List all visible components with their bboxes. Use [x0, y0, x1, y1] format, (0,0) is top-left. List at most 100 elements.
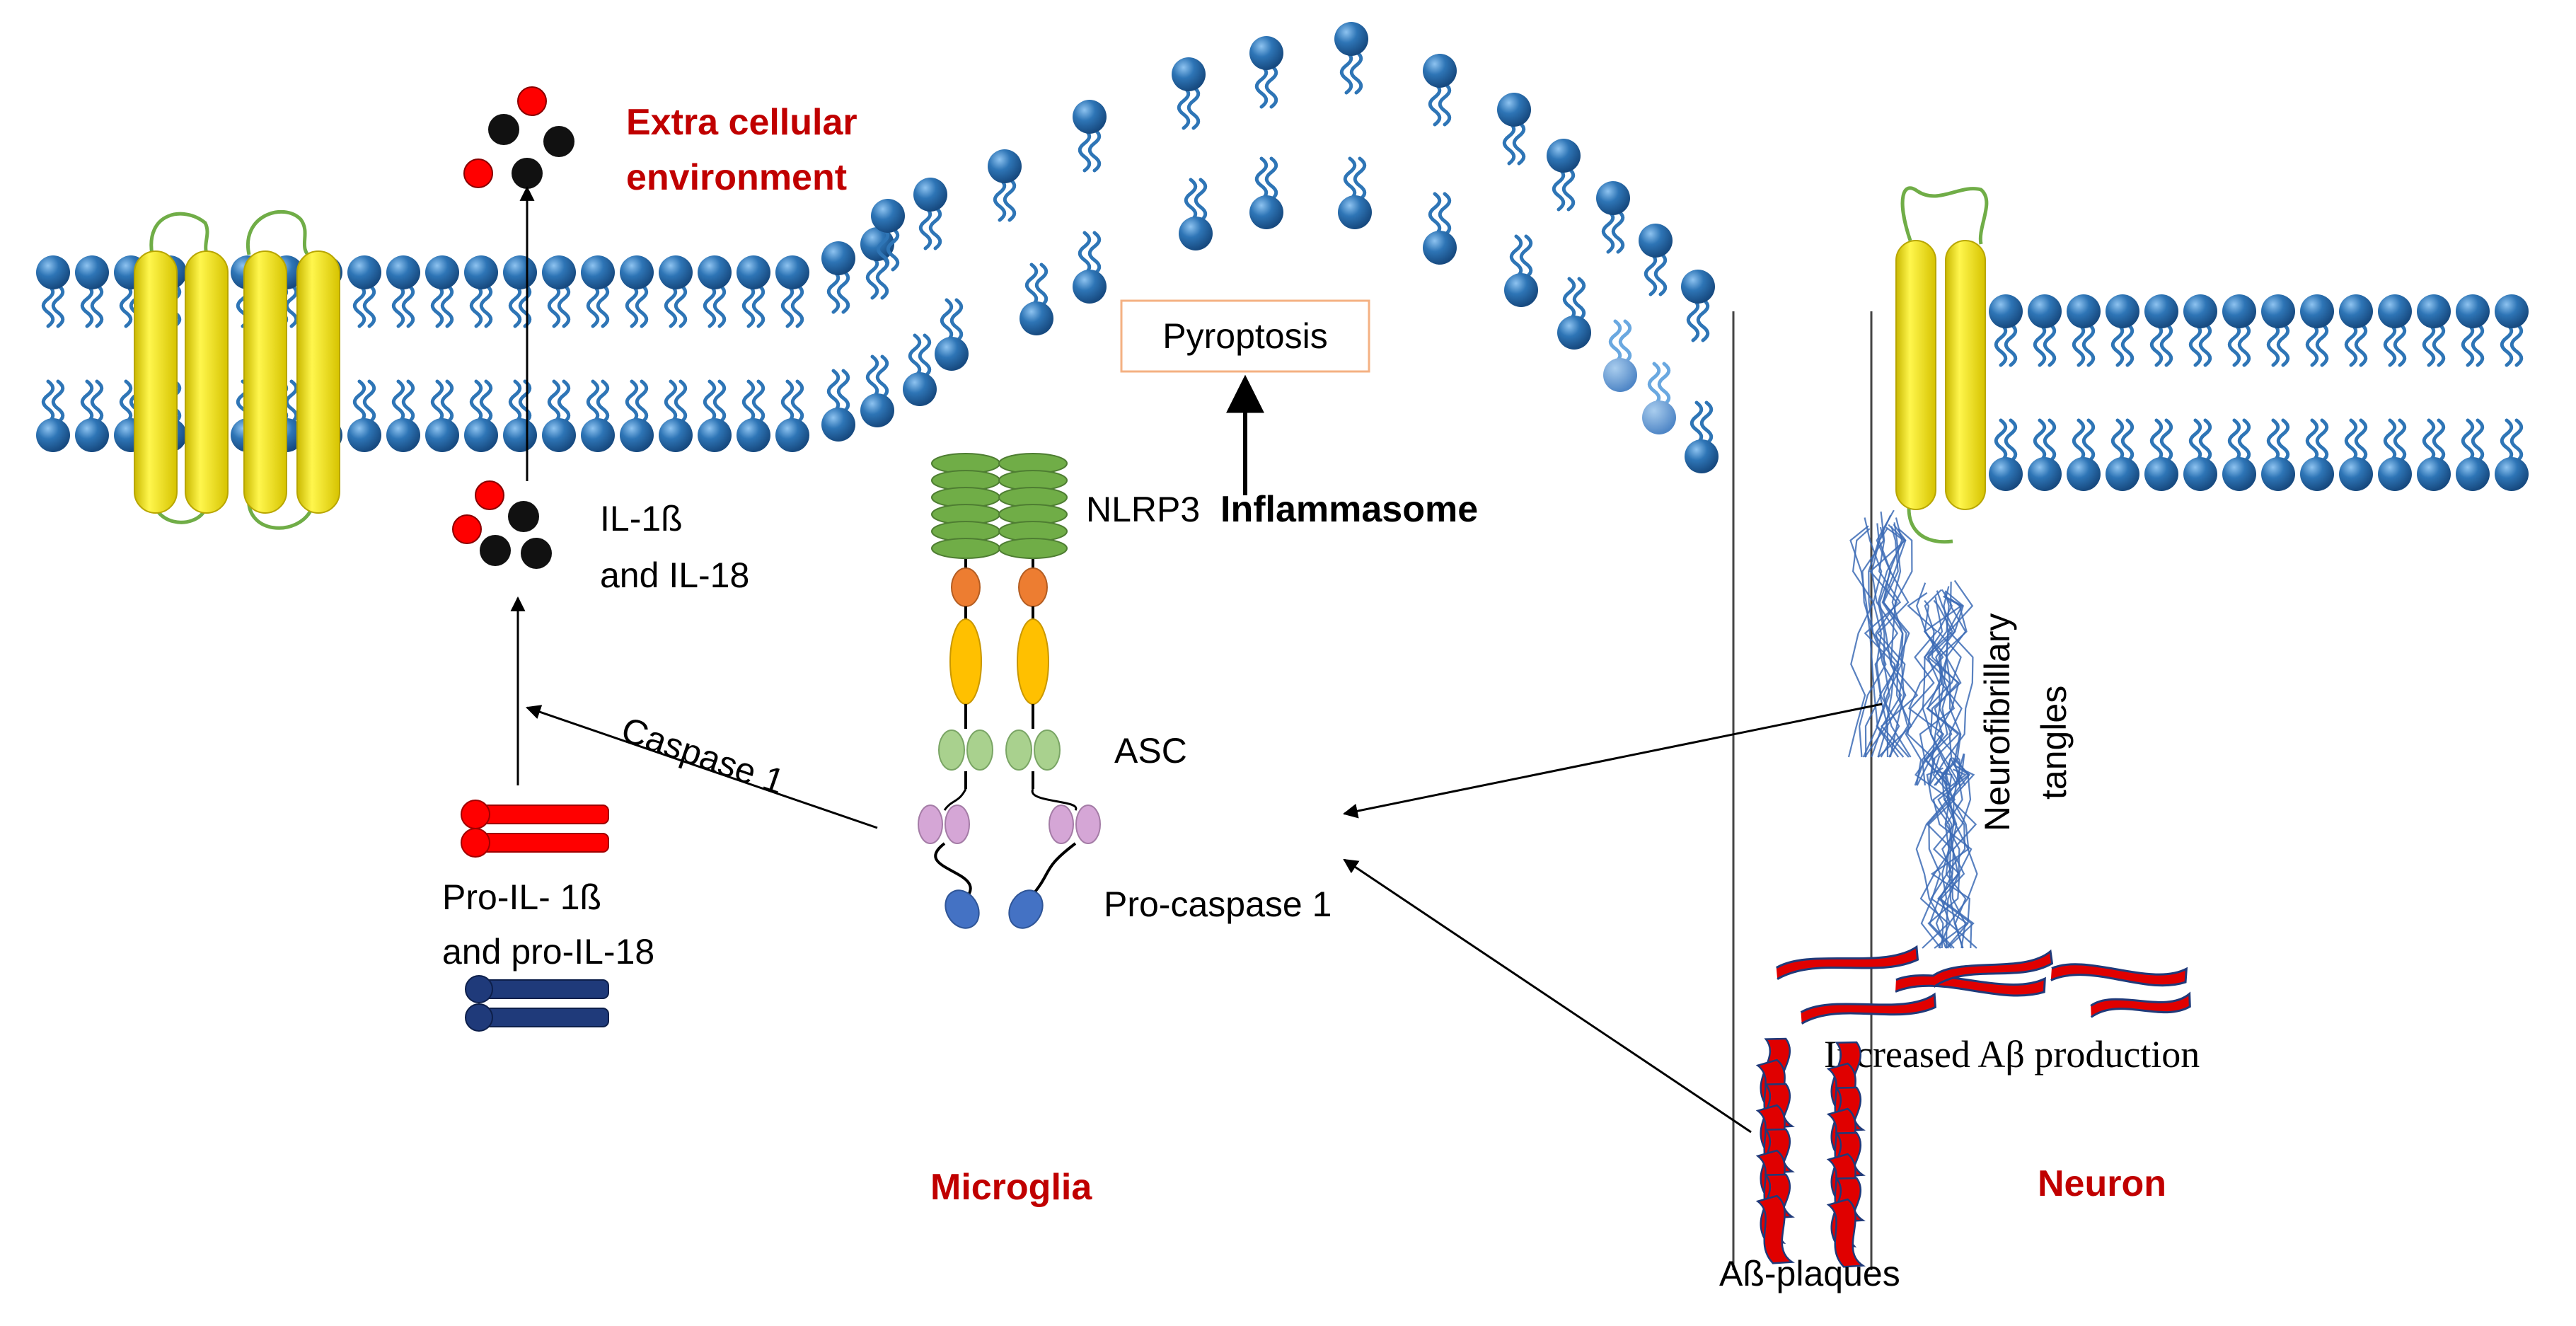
lipid-icon — [698, 255, 732, 328]
pro-il-label-line1: Pro-IL- 1ß — [442, 877, 601, 917]
lipid-icon — [1334, 22, 1368, 95]
lipid-icon — [347, 255, 381, 328]
lipid-icon — [659, 255, 693, 328]
lipid-icon — [1685, 400, 1719, 473]
extracellular-label-line2: environment — [626, 157, 847, 198]
transmembrane-channel-icon — [1895, 186, 1989, 544]
lipid-icon — [581, 379, 615, 452]
lipid-icon — [860, 354, 894, 427]
lipid-icon — [1547, 139, 1581, 212]
lipid-icon — [2417, 294, 2451, 367]
cytokine-cluster-icon — [452, 480, 552, 569]
lipid-icon — [2028, 294, 2062, 367]
lipid-icon — [1681, 270, 1715, 342]
lipid-icon — [75, 255, 109, 328]
lipid-icon — [464, 379, 498, 452]
lipid-icon — [2106, 418, 2139, 491]
lipid-icon — [1073, 231, 1107, 304]
lipid-icon — [2339, 418, 2373, 491]
lipid-icon — [1642, 362, 1676, 434]
lipid-icon — [542, 255, 576, 328]
caspase1-label: Caspase 1 — [616, 709, 789, 802]
lipid-icon — [386, 255, 420, 328]
lipid-icon — [581, 255, 615, 328]
neuron-membrane — [1989, 294, 2529, 491]
lipid-icon — [2300, 294, 2334, 367]
il-mature-label-line2: and IL-18 — [600, 555, 749, 595]
lipid-icon — [659, 379, 693, 452]
pro-il-1b-icon — [461, 800, 609, 858]
abeta-plaques-label: Aß-plaques — [1719, 1254, 1900, 1293]
nlrp3-label: NLRP3 — [1086, 490, 1200, 529]
lipid-icon — [1504, 234, 1538, 307]
lipid-icon — [2261, 418, 2295, 491]
cytokine-cluster-icon — [463, 86, 574, 189]
lipid-icon — [775, 255, 809, 328]
microglia-membrane-arch — [871, 22, 1719, 473]
neuron-label: Neuron — [2038, 1163, 2166, 1204]
lipid-icon — [1596, 181, 1630, 254]
lipid-icon — [1338, 156, 1372, 229]
lipid-icon — [1423, 192, 1457, 265]
nft-label-line1: Neurofibrillary — [1977, 613, 2017, 831]
transmembrane-channel-icon — [134, 212, 229, 524]
amyloid-plaques-icon — [1755, 1037, 1866, 1268]
neurofibrillary-tangles-icon — [1847, 509, 1978, 949]
lipid-icon — [1989, 418, 2023, 491]
inflammasome-label: Inflammasome — [1220, 489, 1478, 530]
lipid-icon — [1497, 93, 1531, 166]
lipid-icon — [2144, 418, 2178, 491]
plaque-activation-arrow — [1343, 858, 1752, 1134]
lipid-icon — [1603, 319, 1637, 392]
lipid-icon — [75, 379, 109, 452]
lipid-icon — [698, 379, 732, 452]
lipid-icon — [2106, 294, 2139, 367]
lipid-icon — [2456, 294, 2490, 367]
lipid-icon — [2339, 294, 2373, 367]
lipid-icon — [2144, 294, 2178, 367]
pyroptosis-label: Pyroptosis — [1162, 316, 1327, 356]
lipid-icon — [2222, 294, 2256, 367]
lipid-icon — [2222, 418, 2256, 491]
lipid-icon — [1989, 294, 2023, 367]
lipid-icon — [775, 379, 809, 452]
lipid-icon — [1172, 57, 1206, 130]
lipid-icon — [503, 379, 537, 452]
lipid-icon — [425, 379, 459, 452]
lipid-icon — [737, 255, 770, 328]
nft-label-line2: tangles — [2034, 686, 2074, 800]
lipid-icon — [1249, 36, 1283, 109]
amyloid-fibril-icon — [1775, 945, 2191, 1025]
lipid-icon — [2378, 418, 2412, 491]
lipid-icon — [2067, 418, 2101, 491]
lipid-icon — [425, 255, 459, 328]
lipid-icon — [1249, 156, 1283, 229]
lipid-icon — [2378, 294, 2412, 367]
transmembrane-channel-icon — [243, 209, 340, 530]
lipid-icon — [1073, 100, 1107, 173]
lipid-icon — [464, 255, 498, 328]
lipid-icon — [821, 241, 855, 314]
asc-label: ASC — [1114, 731, 1187, 771]
lipid-icon — [620, 379, 654, 452]
lipid-icon — [542, 379, 576, 452]
abeta-production-label: Increased Aβ production — [1824, 1033, 2200, 1076]
lipid-icon — [386, 379, 420, 452]
nlrp3-inflammasome-icon — [918, 453, 1101, 929]
pyroptosis-box — [1120, 299, 1370, 373]
inflammasome-column — [998, 453, 1101, 929]
extracellular-label-line1: Extra cellular — [626, 102, 857, 143]
lipid-icon — [2300, 418, 2334, 491]
lipid-icon — [1020, 263, 1053, 335]
lipid-icon — [620, 255, 654, 328]
lipid-icon — [821, 369, 855, 442]
lipid-icon — [2183, 418, 2217, 491]
lipid-icon — [2495, 418, 2529, 491]
lipid-icon — [935, 298, 969, 371]
lipid-icon — [2261, 294, 2295, 367]
lipid-icon — [2028, 418, 2062, 491]
microglia-label: Microglia — [930, 1167, 1092, 1208]
lipid-icon — [1423, 54, 1457, 127]
